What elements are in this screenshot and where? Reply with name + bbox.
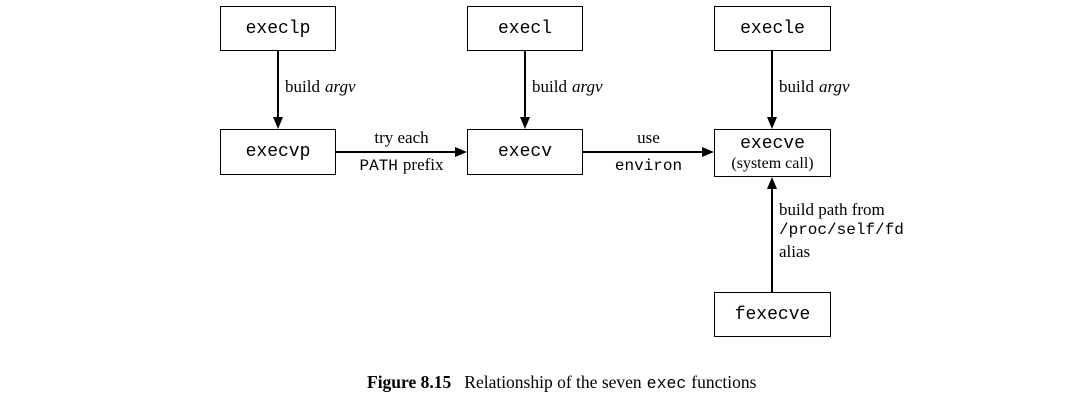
arrowhead-up-icon: [767, 177, 777, 189]
edge-label-build-path: build path from /proc/self/fd alias: [779, 199, 904, 262]
node-execve-label: execve: [740, 133, 805, 154]
edge-label-argv: argv: [818, 77, 850, 96]
caption-text-before: Relationship of the seven: [464, 372, 642, 392]
arrow-execv-to-execve-line: [583, 151, 703, 153]
arrow-execl-to-execv-line: [524, 51, 526, 118]
arrowhead-right-icon: [455, 147, 467, 157]
arrowhead-down-icon: [273, 117, 283, 129]
edge-label-use: use: [637, 128, 660, 147]
edge-label-environ: environ: [583, 155, 714, 176]
caption-text-after: functions: [691, 372, 757, 392]
node-execlp-label: execlp: [245, 18, 311, 39]
node-execvp: execvp: [220, 129, 336, 175]
node-execv-label: execv: [497, 142, 552, 162]
node-execle: execle: [714, 6, 831, 51]
arrowhead-down-icon: [767, 117, 777, 129]
node-execle-label: execle: [740, 18, 805, 39]
figure-number: Figure 8.15: [367, 372, 452, 392]
arrowhead-down-icon: [520, 117, 530, 129]
edge-label-argv: argv: [324, 77, 356, 96]
edge-label-text: build: [532, 77, 567, 96]
node-execlp: execlp: [220, 6, 336, 51]
edge-label-try-each: try each: [374, 128, 429, 147]
arrow-execvp-to-execv-line: [336, 151, 456, 153]
edge-label-proc-self-fd-code: /proc/self/fd: [779, 221, 904, 239]
edge-label-text: build: [779, 77, 814, 96]
edge-label-build-path-line1: build path from: [779, 200, 885, 219]
arrow-execlp-to-execvp-line: [277, 51, 279, 118]
arrow-execle-to-execve-line: [771, 51, 773, 118]
edge-label-argv: argv: [571, 77, 603, 96]
node-execve: execve (system call): [714, 129, 831, 177]
arrowhead-right-icon: [702, 147, 714, 157]
node-execv: execv: [467, 129, 583, 175]
caption-exec-code: exec: [646, 374, 687, 393]
node-execvp-label: execvp: [245, 142, 311, 162]
edge-label-text: build: [285, 77, 320, 96]
node-execl-label: execl: [497, 18, 552, 39]
edge-label-prefix-text: prefix: [402, 155, 444, 174]
node-execve-sublabel: (system call): [731, 154, 814, 172]
node-fexecve-label: fexecve: [734, 304, 811, 325]
node-execl: execl: [467, 6, 583, 51]
node-fexecve: fexecve: [714, 292, 831, 337]
edge-label-path-code: PATH: [359, 157, 398, 175]
edge-label-environ-code: environ: [614, 157, 683, 175]
arrow-fexecve-to-execve-line: [771, 189, 773, 292]
edge-label-alias: alias: [779, 242, 811, 261]
